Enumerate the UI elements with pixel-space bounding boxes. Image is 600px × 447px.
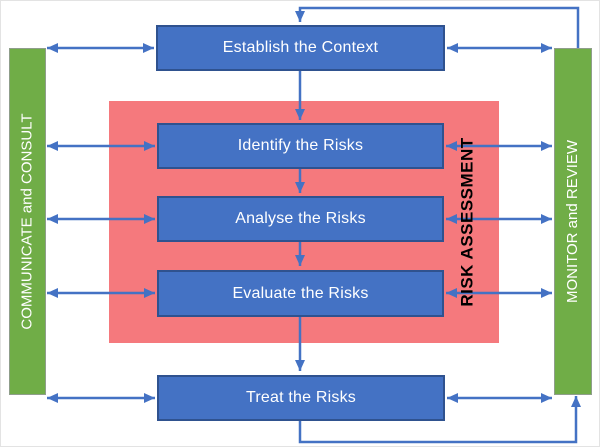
risk-assessment-group-label: RISK ASSESSMENT (458, 137, 477, 307)
sidebar-communicate-consult-label: COMMUNICATE and CONSULT (19, 113, 37, 330)
node-identify-risks: Identify the Risks (157, 123, 444, 169)
sidebar-monitor-review-label: MONITOR and REVIEW (564, 139, 582, 304)
node-evaluate-risks-label: Evaluate the Risks (232, 284, 369, 302)
arrow-monitor-to-establish-feedback (295, 6, 580, 48)
node-analyse-risks: Analyse the Risks (157, 196, 444, 242)
node-establish-context-label: Establish the Context (222, 39, 379, 56)
arrow-treat-to-monitor-feedback (298, 396, 581, 444)
node-identify-risks-label: Identify the Risks (237, 137, 364, 154)
node-establish-context: Establish the Context (156, 25, 445, 71)
risk-assessment-group-label-wrap: RISK ASSESSMENT (445, 101, 491, 343)
sidebar-monitor-review: MONITOR and REVIEW (554, 48, 592, 395)
sidebar-communicate-consult: COMMUNICATE and CONSULT (9, 48, 46, 395)
node-treat-risks: Treat the Risks (157, 375, 445, 421)
node-analyse-risks-label: Analyse the Risks (235, 210, 366, 227)
node-treat-risks-label: Treat the Risks (246, 389, 356, 406)
node-evaluate-risks: Evaluate the Risks (157, 270, 444, 317)
